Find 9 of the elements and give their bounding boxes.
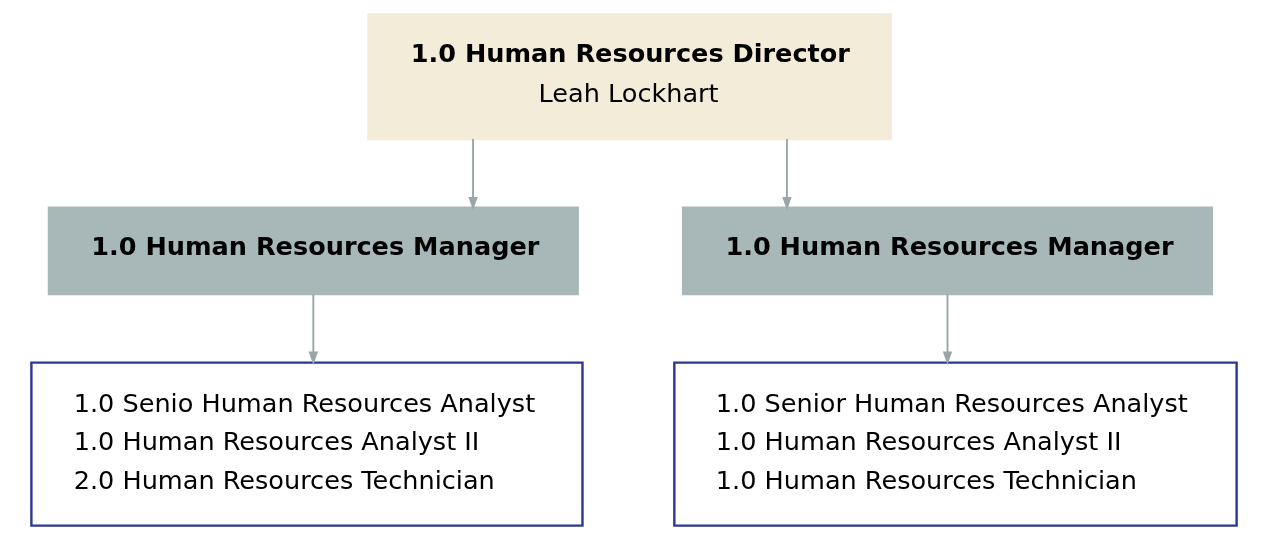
node-box: 1.0 Senio Human Resources Analyst 1.0 Human Resources Analyst II 2.0 Human Resources Technician (29, 361, 584, 527)
arrow (308, 293, 318, 365)
node-box: 1.0 Human Resources Manager (47, 206, 579, 296)
arrow (781, 138, 792, 211)
arrow (467, 138, 478, 211)
node-box: 1.0 Senior Human Resources Analyst 1.0 Human Resources Analyst II 1.0 Human Resources Technician (672, 361, 1238, 527)
node-box: 1.0 Human Resources Manager (681, 206, 1213, 296)
arrow (942, 293, 952, 365)
node-box: 1.0 Human Resources Director Leah Lockhart (366, 13, 892, 141)
